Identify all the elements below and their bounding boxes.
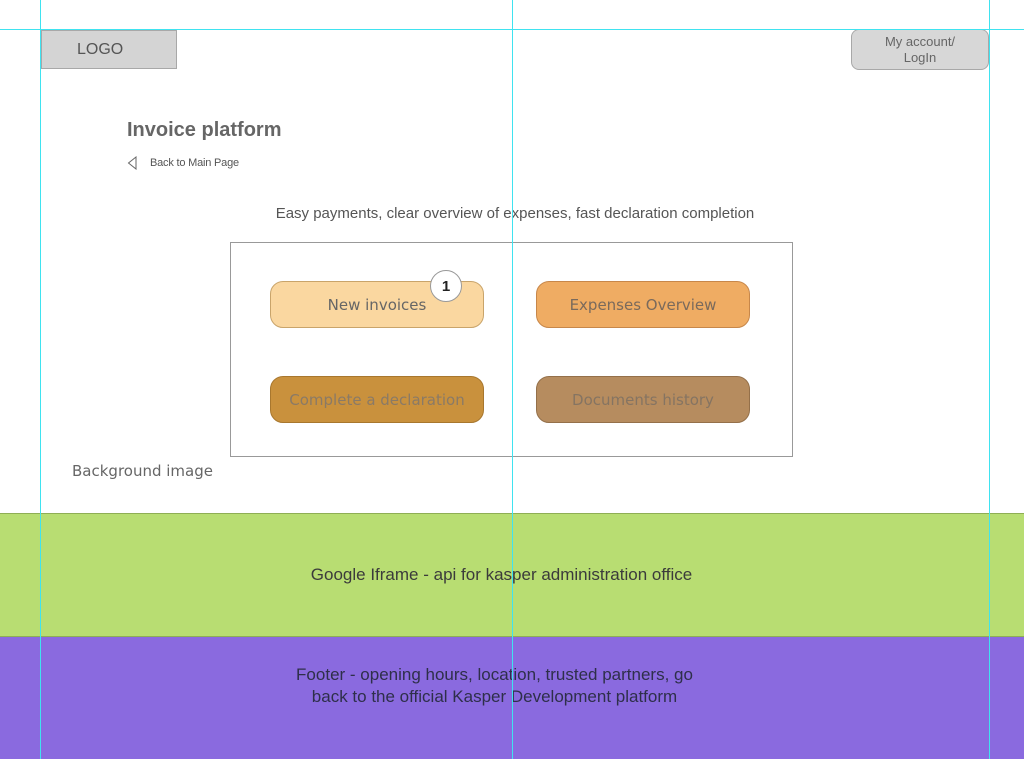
account-label-line-2: LogIn [903,49,937,65]
back-to-main-link[interactable]: Back to Main Page [127,155,239,171]
background-image-note: Background image [72,462,213,480]
triangle-left-icon [127,156,137,170]
page-title: Invoice platform [127,119,282,141]
back-link-label: Back to Main Page [150,157,239,169]
documents-history-label: Documents history [572,390,714,409]
google-iframe-label: Google Iframe - api for kasper administr… [310,565,693,584]
layout-guide-vertical [989,0,990,759]
footer-line-2: back to the official Kasper Development … [311,687,678,706]
layout-guide-vertical [40,0,41,759]
new-invoices-count-badge: 1 [430,270,462,302]
footer-line-1: Footer - opening hours, location, truste… [296,665,693,684]
complete-declaration-label: Complete a declaration [289,390,465,409]
account-login-button[interactable]: My account/ LogIn [851,29,989,70]
documents-history-button[interactable]: Documents history [536,376,750,423]
layout-guide-horizontal [0,29,1024,30]
action-panel: New invoices 1 Expenses Overview Complet… [230,242,793,457]
expenses-overview-label: Expenses Overview [569,295,717,314]
tagline: Easy payments, clear overview of expense… [275,205,755,222]
layout-guide-vertical [512,0,513,759]
expenses-overview-button[interactable]: Expenses Overview [536,281,750,328]
footer-text: Footer - opening hours, location, truste… [260,664,730,708]
complete-declaration-button[interactable]: Complete a declaration [270,376,484,423]
logo-text: LOGO [77,40,124,58]
new-invoices-label: New invoices [327,295,427,314]
account-label-line-1: My account/ [884,33,956,49]
logo: LOGO [41,30,177,69]
